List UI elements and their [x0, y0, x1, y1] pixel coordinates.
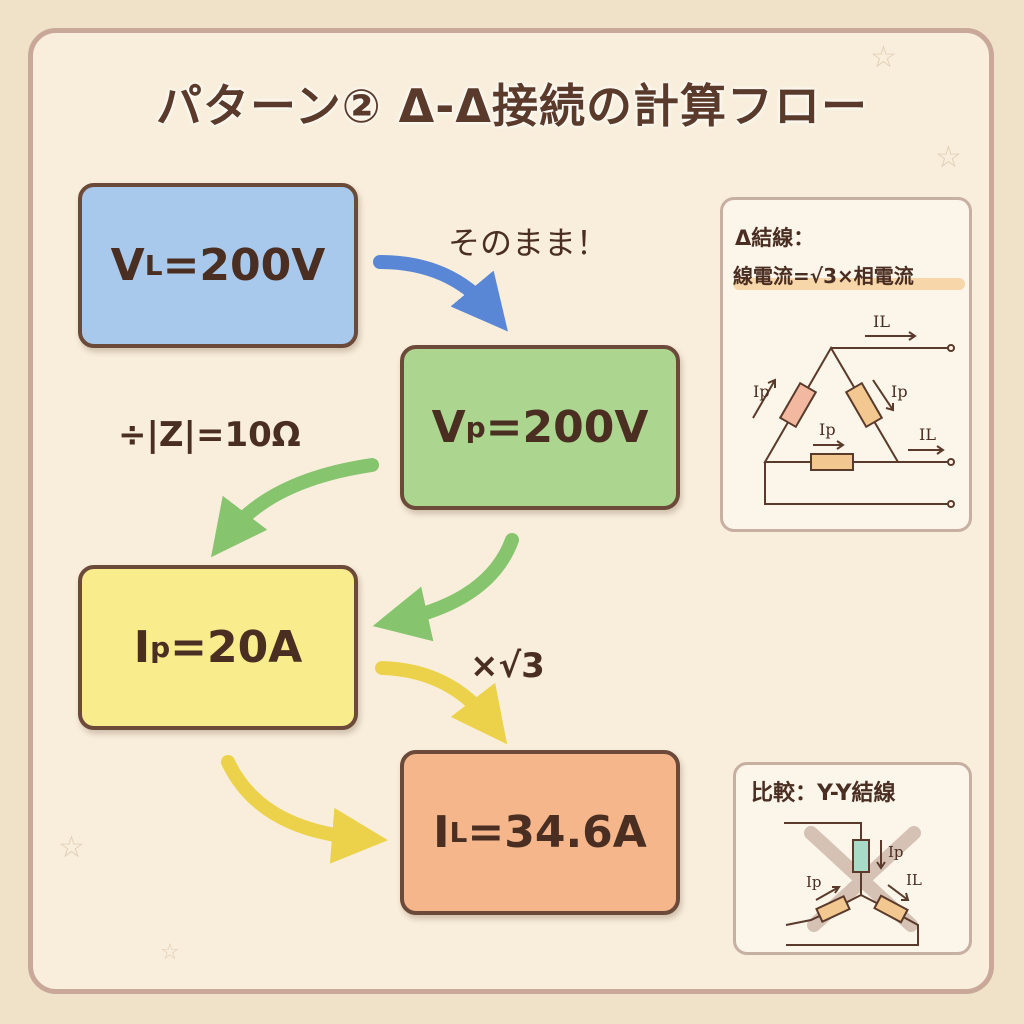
multiply-sqrt3-label: ×√3 [470, 646, 545, 686]
y-connection-comparison-panel: 比較：Y-Y結線 Ip Ip IL [733, 762, 972, 955]
phase-current-label: Ip [819, 420, 836, 439]
delta-panel-heading: Δ結線： [735, 226, 815, 250]
line-current-label: IL [873, 312, 890, 331]
line-current-label: IL [919, 425, 936, 444]
star-decoration: ☆ [58, 830, 85, 865]
star-decoration: ☆ [935, 140, 962, 175]
delta-formula: 線電流=√3×相電流 [733, 264, 914, 288]
delta-circuit-diagram: IL IL Ip Ip Ip [752, 312, 955, 508]
as-is-label: そのまま！ [448, 224, 609, 262]
phase-current-label: Ip [753, 382, 770, 401]
arrow-ip-to-il [375, 661, 508, 745]
divide-impedance-label: ÷|Z|=10Ω [118, 415, 301, 455]
arrow-ip-to-il-2 [221, 755, 388, 864]
y-circuit-diagram: Ip Ip IL [784, 822, 922, 946]
star-decoration: ☆ [160, 940, 180, 965]
arrow-vp-to-ip [210, 458, 379, 558]
y-panel-heading: 比較：Y-Y結線 [751, 781, 896, 806]
delta-connection-panel: Δ結線： 線電流=√3×相電流 IL IL Ip Ip Ip [720, 197, 972, 532]
highlight-stroke [733, 278, 965, 290]
phase-current-label: Ip [806, 873, 822, 891]
arrow-vl-to-vp [373, 255, 508, 332]
star-decoration: ☆ [870, 40, 897, 75]
phase-current-label: Ip [888, 843, 904, 861]
arrow-vp-to-ip-2 [372, 533, 519, 642]
phase-current-label: Ip [891, 382, 908, 401]
line-current-label: IL [906, 871, 922, 889]
page-title: パターン② Δ-Δ接続の計算フロー [156, 79, 868, 133]
